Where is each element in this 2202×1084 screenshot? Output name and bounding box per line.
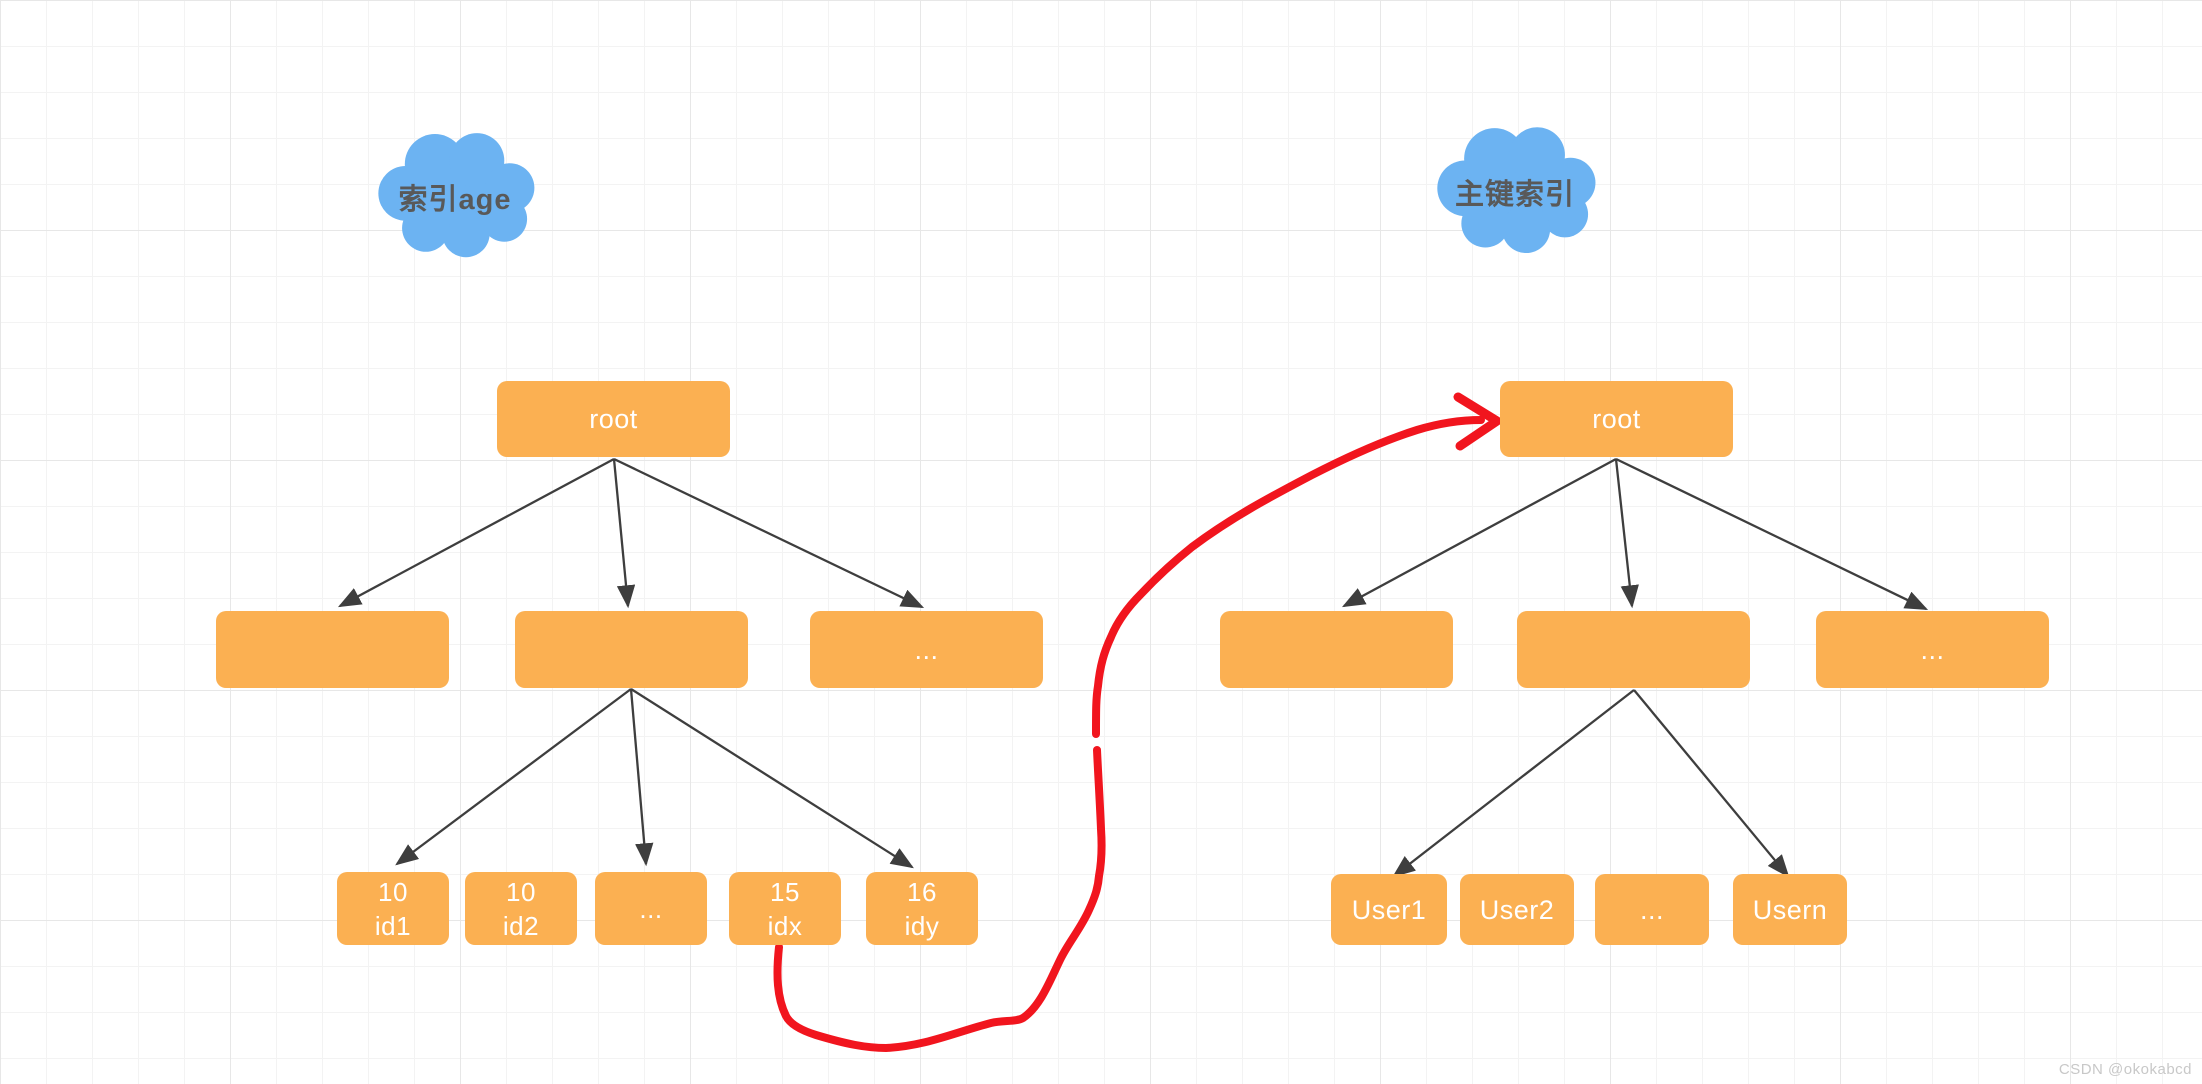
left-leaf-ellipsis[interactable]: ... [595,872,707,945]
cloud-label: 主键索引 [1454,179,1575,211]
node-label: 10 id2 [502,876,540,941]
tree-connector [1341,457,1617,608]
left-root-node[interactable]: root [497,381,730,457]
tree-connector [1614,458,1639,609]
node-label: ... [914,634,939,665]
red-lookup-arrowhead [1453,392,1502,451]
left-leaf-10-id2[interactable]: 10 id2 [465,872,577,945]
right-internal-node-1[interactable] [1220,611,1453,688]
right-internal-node-3[interactable]: ... [1816,611,2049,688]
left-leaf-15-idx[interactable]: 15 idx [729,872,841,945]
right-leaf-user2[interactable]: User2 [1460,874,1574,945]
red-lookup-arrow-tail [773,746,1106,1052]
node-label: User2 [1479,894,1555,925]
left-internal-node-3[interactable]: ... [810,611,1043,688]
node-label: root [589,404,638,434]
node-label: Usern [1752,894,1828,925]
cloud-primary-index[interactable]: 主键索引 [1421,118,1609,266]
tree-connector [630,688,914,869]
tree-connector [1633,689,1790,878]
tree-connector [337,457,615,608]
right-leaf-usern[interactable]: Usern [1733,874,1847,945]
tree-connector [612,458,636,609]
left-internal-node-2[interactable] [515,611,748,688]
node-label: 16 idy [904,876,940,941]
left-leaf-10-id1[interactable]: 10 id1 [337,872,449,945]
tree-connector [1392,689,1635,878]
tree-connector [395,688,632,866]
right-leaf-user1[interactable]: User1 [1331,874,1447,945]
red-lookup-arrow-shaft [1092,416,1485,738]
node-label: User1 [1351,894,1427,925]
right-leaf-ellipsis[interactable]: ... [1595,874,1709,945]
right-internal-node-2[interactable] [1517,611,1750,688]
left-leaf-16-idy[interactable]: 16 idy [866,872,978,945]
right-root-node[interactable]: root [1500,381,1733,457]
node-label: ... [1639,894,1664,925]
node-label: root [1592,404,1641,434]
cloud-secondary-index[interactable]: 索引age [363,124,547,270]
tree-connector [1615,457,1929,611]
csdn-watermark: CSDN @okokabcd [2058,1061,2192,1078]
cloud-shape [1437,127,1596,254]
node-label: ... [639,893,663,924]
left-internal-node-1[interactable] [216,611,449,688]
cloud-label: 索引age [398,184,512,216]
node-label: 15 idx [767,876,803,941]
tree-connector [613,457,925,609]
tree-connector [629,688,654,867]
node-label: 10 id1 [374,876,412,941]
cloud-shape [378,133,535,258]
node-label: ... [1920,634,1945,665]
